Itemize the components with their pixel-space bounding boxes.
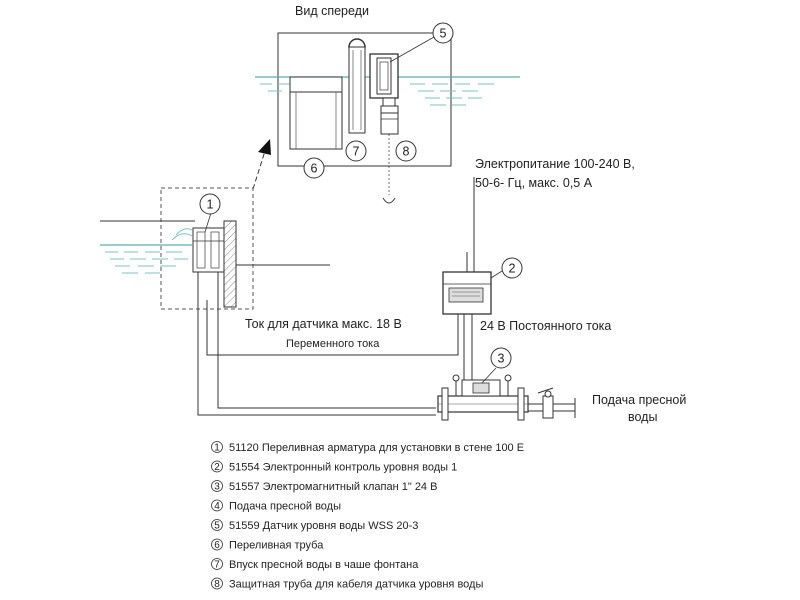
- legend-number: 8: [214, 579, 220, 590]
- front-view-water-ripples: [260, 83, 494, 106]
- legend-item: 4 Подача пресной воды: [211, 499, 341, 513]
- callout-8: 8: [395, 140, 417, 162]
- overflow-pipe: [289, 76, 343, 150]
- cable-protection-tube: [380, 105, 399, 204]
- dc-label: 24 В Постоянного тока: [480, 319, 611, 333]
- legend-text: 51557 Электромагнитный клапан 1" 24 В: [229, 481, 437, 493]
- legend-text: Подача пресной воды: [229, 501, 341, 513]
- legend-number: 3: [214, 482, 220, 493]
- front-view-title: Вид спереди: [295, 4, 369, 18]
- legend-item: 3 51557 Электромагнитный клапан 1" 24 В: [211, 480, 437, 493]
- fresh-water-label-1: Подача пресной: [592, 393, 686, 407]
- legend-number: 2: [214, 462, 220, 473]
- basin-wall: [223, 220, 237, 308]
- callout-1-leader: [204, 212, 212, 233]
- legend-text: Переливная труба: [229, 540, 324, 552]
- fresh-water-label-2: воды: [628, 410, 657, 424]
- power-label-2: 50-6- Гц, макс. 0,5 А: [475, 176, 593, 190]
- detail-link-arrow-head: [258, 139, 271, 155]
- legend-number-circle: [211, 519, 223, 531]
- callout-3: 3: [490, 347, 512, 369]
- wave-arc-2: [171, 233, 193, 241]
- legend-number-circle: [211, 538, 223, 551]
- legend-text: Впуск пресной воды в чаше фонтана: [229, 559, 419, 571]
- fresh-water-inlet: [348, 38, 366, 134]
- legend-number-circle: [211, 499, 223, 512]
- legend-text: 51559 Датчик уровня воды WSS 20-3: [229, 520, 418, 532]
- legend-number-circle: [211, 577, 223, 590]
- legend-number-circle: [211, 441, 223, 453]
- legend-item: 8 Защитная труба для кабеля датчика уровн…: [211, 577, 483, 591]
- ac-label: Переменного тока: [286, 338, 380, 350]
- legend-text: 51120 Переливная арматура для установки …: [229, 442, 524, 454]
- legend-item: 6 Переливная труба: [211, 538, 324, 552]
- legend-number: 6: [214, 540, 220, 551]
- svg-text:2: 2: [509, 262, 516, 276]
- supply-pipes: [197, 320, 436, 416]
- legend-text: 51554 Электронный контроль уровня воды 1: [229, 462, 457, 474]
- legend-number-circle: [211, 558, 223, 570]
- legend: 1 51120 Переливная арматура для установки…: [211, 441, 524, 591]
- wave-arc-1: [175, 228, 193, 236]
- legend-number: 5: [214, 521, 220, 532]
- legend-number-circle: [211, 480, 223, 492]
- overflow-fitting: [192, 227, 330, 320]
- callout-3-leader: [481, 367, 497, 384]
- water-level-sensor: [369, 53, 399, 107]
- legend-number-circle: [211, 460, 223, 473]
- legend-text: Защитная труба для кабеля датчика уровня…: [229, 579, 483, 591]
- basin-water-ripples: [105, 251, 188, 274]
- svg-text:7: 7: [353, 145, 360, 159]
- sensor-current-label: Ток для датчика макс. 18 В: [245, 317, 402, 331]
- svg-text:1: 1: [207, 198, 214, 212]
- callout-2-leader: [490, 270, 503, 279]
- svg-text:3: 3: [498, 352, 505, 366]
- callout-7: 7: [345, 140, 367, 162]
- callout-5-leader: [389, 36, 435, 63]
- callout-5: 5: [432, 22, 454, 44]
- callout-1: 1: [199, 193, 221, 215]
- legend-number: 4: [214, 501, 220, 512]
- legend-number: 1: [214, 443, 220, 454]
- wiring: [206, 300, 473, 384]
- electronic-level-control: [442, 252, 492, 315]
- legend-item: 2 51554 Электронный контроль уровня воды …: [211, 460, 457, 474]
- detail-link-arrow-line: [252, 150, 266, 190]
- callout-6: 6: [303, 157, 325, 179]
- legend-item: 7 Впуск пресной воды в чаше фонтана: [211, 558, 419, 571]
- svg-text:8: 8: [403, 145, 410, 159]
- legend-item: 5 51559 Датчик уровня воды WSS 20-3: [211, 519, 418, 532]
- power-label-1: Электропитание 100-240 В,: [475, 157, 635, 171]
- legend-item: 1 51120 Переливная арматура для установки…: [211, 441, 524, 454]
- svg-text:6: 6: [311, 162, 318, 176]
- legend-number: 7: [214, 560, 220, 571]
- front-view-frame: [277, 32, 452, 167]
- callout-2: 2: [501, 257, 523, 279]
- svg-text:5: 5: [440, 27, 447, 41]
- solenoid-valve-assembly: [437, 374, 576, 421]
